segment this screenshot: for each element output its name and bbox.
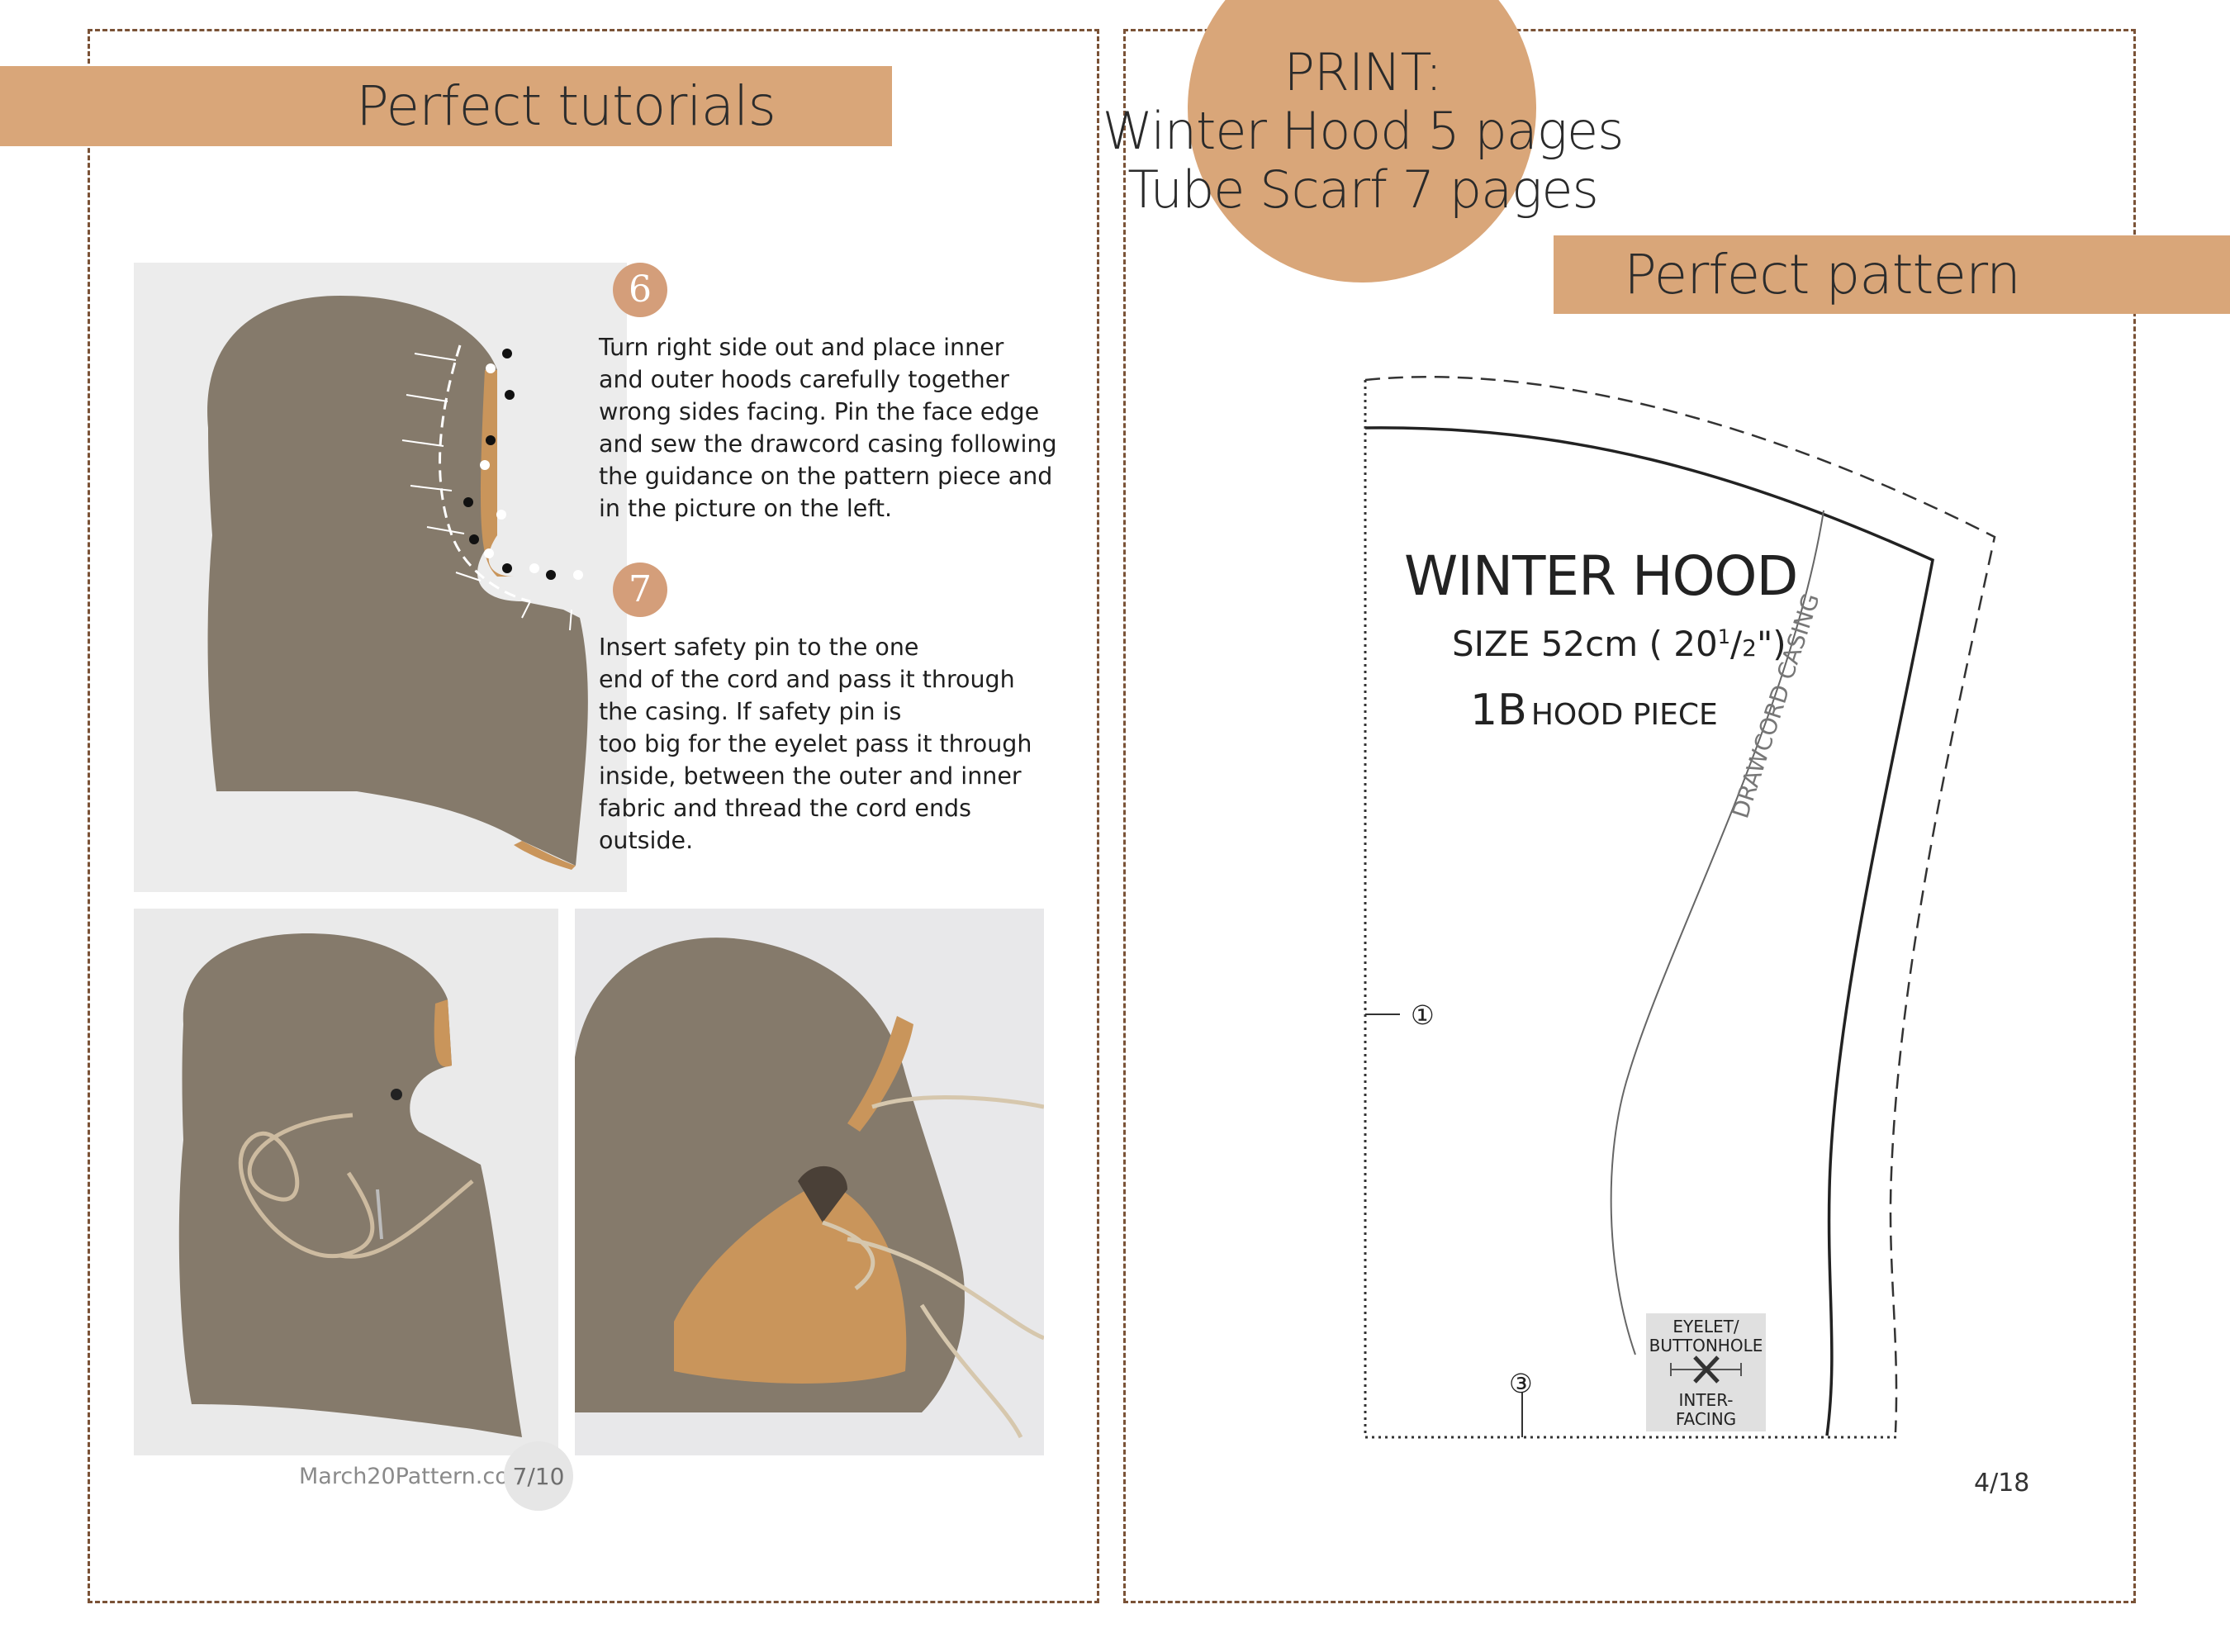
left-page-frame: [88, 29, 1099, 1603]
step-7-badge: 7: [613, 563, 667, 617]
pattern-title: WINTER HOOD: [1404, 544, 1798, 608]
hood-pattern-piece: [1364, 376, 1996, 1439]
marker-3: ③: [1509, 1368, 1533, 1399]
marker-1: ①: [1411, 999, 1435, 1031]
pattern-piece-code: 1B: [1470, 686, 1527, 735]
interfacing-label-1: INTER-: [1678, 1390, 1734, 1410]
photo-hood-inside: [575, 909, 1044, 1455]
footer-page-number: 7/10: [512, 1463, 565, 1490]
pattern-size: SIZE 52cm ( 201/2"): [1452, 615, 1786, 670]
pattern-size-prefix: SIZE 52cm ( 20: [1452, 624, 1718, 664]
eyelet-label-1: EYELET/: [1672, 1317, 1739, 1336]
pattern-banner: [1554, 235, 2230, 314]
print-note-line3: Tube Scarf 7 pages: [1127, 159, 1599, 220]
pattern-size-slash: /: [1729, 624, 1743, 664]
print-note-line2: Winter Hood 5 pages: [1102, 101, 1625, 161]
interfacing-label-2: FACING: [1675, 1409, 1737, 1429]
step-6-badge: 6: [613, 263, 667, 317]
pattern-banner-title: Perfect pattern: [1624, 243, 2021, 306]
pattern-piece-name: HOOD PIECE: [1530, 698, 1718, 732]
tutorials-banner: [0, 66, 892, 146]
pattern-size-sup: 1: [1717, 625, 1730, 648]
print-note-circle: [1188, 0, 1536, 282]
step-7-text: Insert safety pin to the one end of the …: [599, 634, 1032, 854]
tutorials-banner-title: Perfect tutorials: [356, 74, 776, 138]
pattern-piece-label: 1B HOOD PIECE: [1470, 686, 1718, 745]
photo-hood-pinned: [134, 263, 627, 892]
pattern-size-suffix: "): [1756, 624, 1786, 664]
footer-site: March20Pattern.com: [299, 1464, 531, 1489]
right-page-frame: [1123, 29, 2136, 1603]
eyelet-label-2: BUTTONHOLE: [1649, 1336, 1763, 1355]
photo-hood-cord: [134, 909, 558, 1455]
page-number: 4/18: [1974, 1469, 2030, 1498]
print-note-line1: PRINT:: [1283, 42, 1442, 102]
pattern-size-sub: 2: [1742, 634, 1757, 662]
footer-page-badge: [504, 1441, 573, 1511]
step-6-text: Turn right side out and place inner and …: [599, 334, 1057, 522]
